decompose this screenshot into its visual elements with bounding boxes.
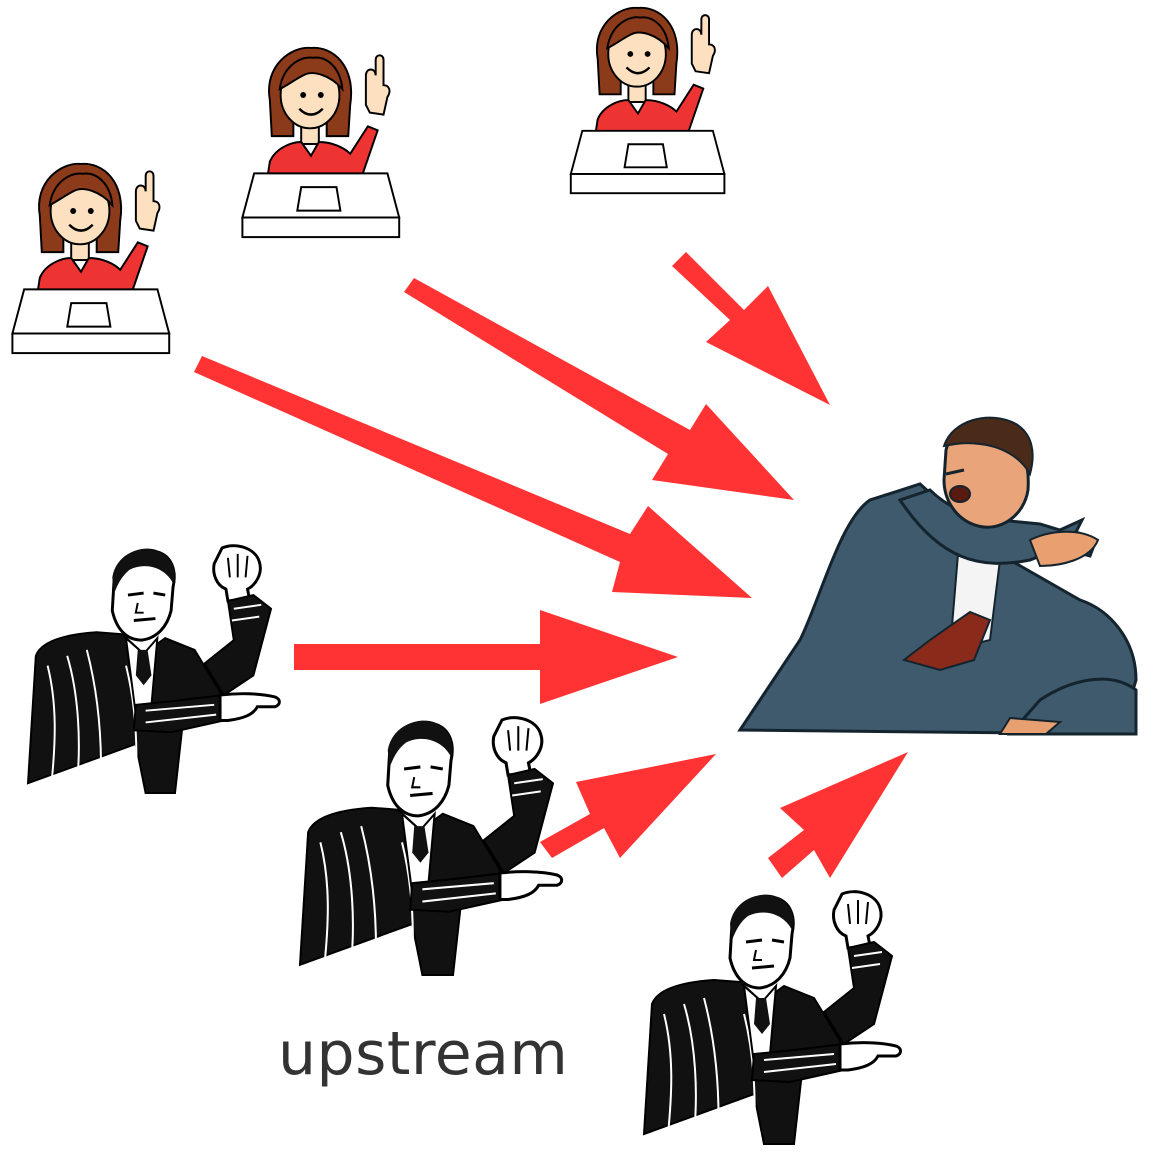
target-figure	[736, 388, 1138, 734]
arrow	[672, 252, 830, 405]
protester-figure	[644, 892, 901, 1144]
arrow	[768, 752, 908, 878]
arrow	[294, 610, 678, 704]
student-figure	[571, 8, 725, 193]
student-figure	[12, 164, 169, 353]
caption-label: upstream	[278, 1024, 568, 1084]
arrow	[540, 754, 716, 858]
protester-figure	[300, 718, 562, 975]
student-figure	[242, 48, 399, 237]
protester-figure	[28, 546, 279, 793]
